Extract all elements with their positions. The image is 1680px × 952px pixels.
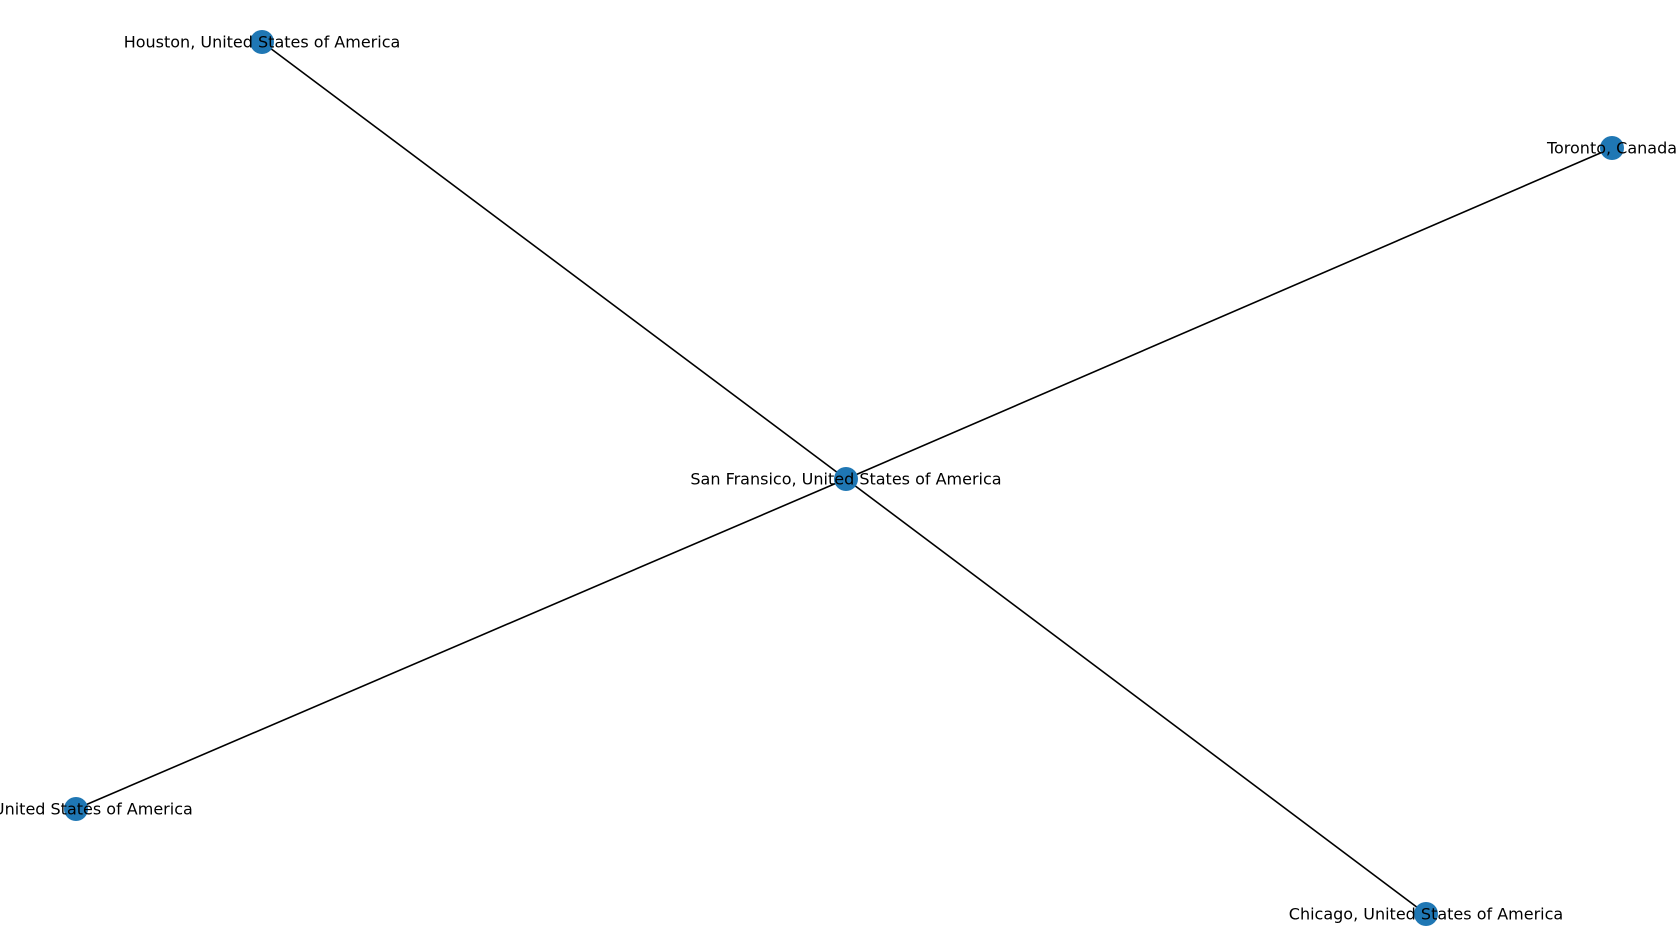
node-label-dc: DC, United States of America	[0, 800, 193, 819]
node-sf	[834, 467, 858, 491]
node-label-toronto: Toronto, Canada	[1546, 139, 1677, 158]
labels-layer: San Fransico, United States of America Ho…	[0, 33, 1677, 924]
edge-sf-houston	[261, 41, 847, 480]
node-houston	[250, 30, 274, 54]
node-toronto	[1600, 136, 1624, 160]
edge-sf-toronto	[845, 147, 1613, 480]
node-label-houston: Houston, United States of America	[124, 33, 401, 52]
nodes-layer	[64, 30, 1624, 926]
node-label-sf: San Fransico, United States of America	[690, 470, 1001, 489]
edge-sf-chicago	[845, 478, 1427, 915]
node-label-chicago: Chicago, United States of America	[1289, 905, 1563, 924]
edges-layer	[75, 41, 1613, 915]
node-chicago	[1414, 902, 1438, 926]
node-dc	[64, 797, 88, 821]
edge-sf-dc	[75, 478, 847, 810]
